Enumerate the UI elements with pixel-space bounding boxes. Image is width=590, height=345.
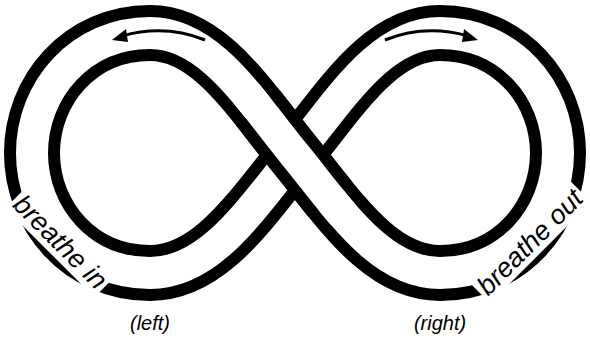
breathe-label: breathe in [5,187,115,297]
band-inside [32,33,558,273]
right-arrow [385,31,468,40]
band-outline [32,33,558,273]
left-arrow [122,31,205,40]
left-arrowhead [112,29,128,42]
side-label: (right) [414,313,466,333]
crossing-outline [150,33,440,273]
right-arrowhead [462,29,478,42]
crossing-inside [150,33,440,273]
breathe-label: breathe out [469,181,590,302]
side-label: (left) [130,313,170,333]
